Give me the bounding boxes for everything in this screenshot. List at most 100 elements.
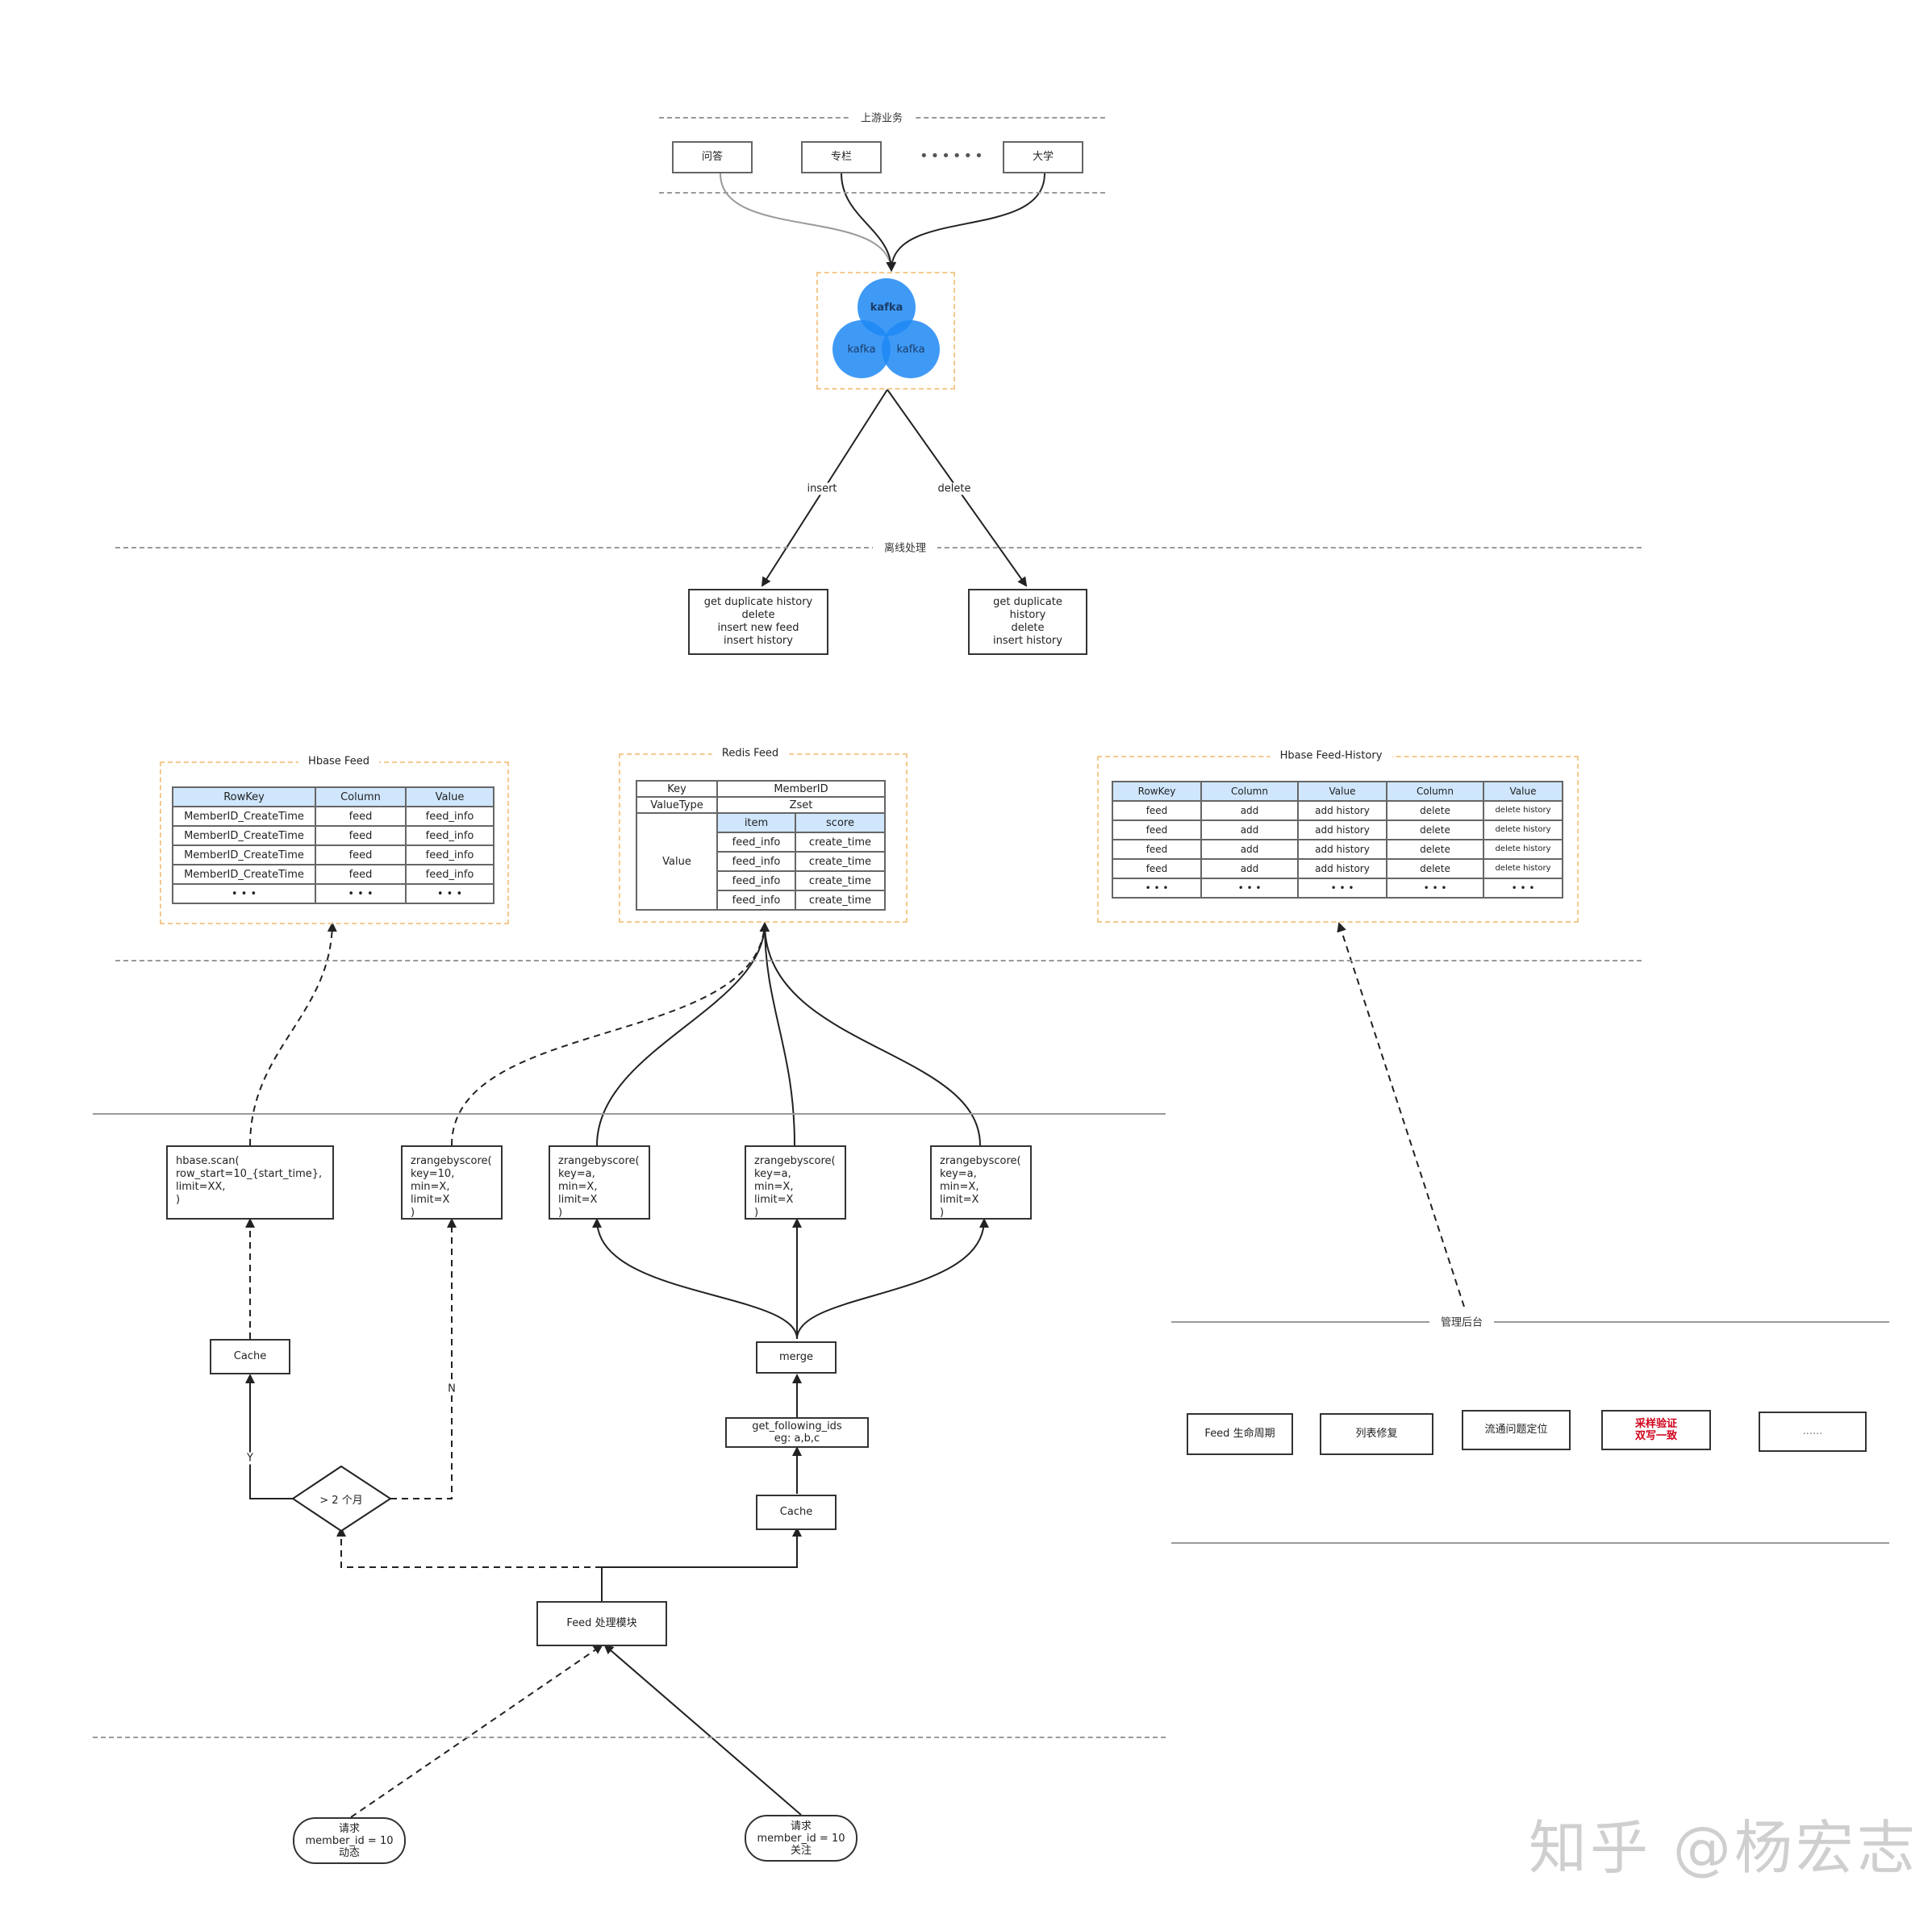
request-dynamic-box[interactable]: 请求 member_id = 10 动态 (293, 1817, 406, 1864)
upstream-column-box[interactable]: 专栏 (801, 141, 882, 173)
edge-req-follow (603, 1644, 802, 1816)
y-edge-label: Y (244, 1452, 256, 1465)
admin-bottom-divider (1171, 1542, 1889, 1544)
cell: • • • (172, 883, 316, 904)
kafka-cluster-group (816, 272, 955, 390)
cell: add history (1297, 800, 1387, 821)
type-label: ValueType (636, 796, 718, 814)
offline-section-label: 离线处理 (872, 539, 938, 555)
admin-list-repair-button[interactable]: 列表修复 (1320, 1413, 1433, 1455)
request-follow-box[interactable]: 请求 member_id = 10 关注 (745, 1815, 858, 1862)
cache-left-box[interactable]: Cache (210, 1339, 290, 1374)
query-top-divider (93, 1113, 1166, 1115)
cell: • • • (1483, 878, 1563, 899)
cache-right-box[interactable]: Cache (756, 1495, 837, 1530)
cell: feed (1112, 800, 1202, 821)
get-following-ids-box[interactable]: get_following_ids eg: a,b,c (725, 1417, 869, 1448)
edge-z1-redis (596, 922, 770, 1146)
cell: delete history (1483, 858, 1563, 879)
cell: feed_info (716, 890, 796, 911)
cell: create_time (795, 870, 886, 891)
admin-issue-locate-button[interactable]: 流通问题定位 (1462, 1410, 1571, 1450)
cell: feed_info (716, 832, 796, 853)
hbase-scan-box[interactable]: hbase.scan( row_start=10_{start_time}, l… (166, 1145, 334, 1220)
cell: • • • (1297, 878, 1387, 899)
type-value: Zset (716, 796, 886, 814)
table-row: Value item score (636, 812, 886, 911)
redis-feed-table: Key MemberID ValueType Zset Value item s… (636, 780, 886, 911)
cell: add (1200, 839, 1299, 860)
edge-req-dynamic (350, 1644, 603, 1818)
cell: create_time (795, 890, 886, 911)
admin-top-divider (1171, 1321, 1889, 1323)
offline-delete-box[interactable]: get duplicate history delete insert hist… (968, 589, 1087, 655)
cell: feed_info (716, 870, 796, 891)
cell: feed (1112, 839, 1202, 860)
cell: add (1200, 858, 1299, 879)
upstream-bottom-divider (659, 192, 1105, 194)
edge-column-kafka (841, 173, 896, 272)
col-header: Value (1483, 781, 1563, 802)
key-value: MemberID (716, 780, 886, 798)
cell: delete (1386, 800, 1484, 821)
cell: add (1200, 819, 1299, 840)
admin-sample-verify-button[interactable]: 采样验证 双写一致 (1601, 1410, 1711, 1450)
merge-box[interactable]: merge (756, 1341, 837, 1374)
col-header: score (795, 812, 886, 833)
table-row: • • •• • •• • •• • •• • • (1112, 878, 1563, 899)
upstream-qa-box[interactable]: 问答 (672, 141, 753, 173)
delete-edge-label: delete (935, 482, 974, 495)
col-header: item (716, 812, 796, 833)
cell: feed (315, 806, 407, 827)
edge-qa-kafka (720, 173, 896, 272)
feed-module-box[interactable]: Feed 处理模块 (536, 1601, 667, 1646)
table-header-row: RowKey Column Value Column Value (1112, 781, 1563, 802)
edge-univ-kafka (887, 173, 1045, 272)
cell: create_time (795, 832, 886, 853)
cell: • • • (405, 883, 494, 904)
offline-insert-box[interactable]: get duplicate history delete insert new … (688, 589, 828, 655)
cell: feed_info (405, 864, 494, 885)
upstream-section-label: 上游业务 (849, 109, 915, 125)
zrange-a1-box[interactable]: zrangebyscore( key=a, min=X, limit=X ) (549, 1145, 650, 1220)
cell: feed (315, 844, 407, 865)
cell: add history (1297, 858, 1387, 879)
cell: MemberID_CreateTime (172, 864, 316, 885)
edge-module-right (602, 1527, 802, 1568)
cell: delete history (1483, 839, 1563, 860)
admin-feed-lifecycle-button[interactable]: Feed 生命周期 (1187, 1413, 1293, 1455)
zrange-a3-box[interactable]: zrangebyscore( key=a, min=X, limit=X ) (930, 1145, 1032, 1220)
hbase-history-title: Hbase Feed-History (1270, 749, 1392, 762)
admin-more-button[interactable]: ...... (1759, 1412, 1867, 1452)
cell: MemberID_CreateTime (172, 825, 316, 846)
edge-admin-history (1337, 922, 1465, 1307)
cell: • • • (1200, 878, 1299, 899)
cell: MemberID_CreateTime (172, 844, 316, 865)
cell: feed_info (405, 844, 494, 865)
zrange-a2-box[interactable]: zrangebyscore( key=a, min=X, limit=X ) (745, 1145, 846, 1220)
table-row: ValueType Zset (636, 796, 886, 814)
cell: delete history (1483, 800, 1563, 821)
edge-z2-redis (760, 922, 795, 1146)
decision-diamond (291, 1465, 392, 1533)
upstream-university-box[interactable]: 大学 (1003, 141, 1083, 173)
cell: feed_info (405, 825, 494, 846)
edge-decision-cache (245, 1374, 293, 1499)
col-header: Column (1200, 781, 1299, 802)
col-header: Value (1297, 781, 1387, 802)
col-header: Column (1386, 781, 1484, 802)
edge-merge-z3 (796, 1218, 989, 1340)
zrange-key10-box[interactable]: zrangebyscore( key=10, min=X, limit=X ) (401, 1145, 503, 1220)
